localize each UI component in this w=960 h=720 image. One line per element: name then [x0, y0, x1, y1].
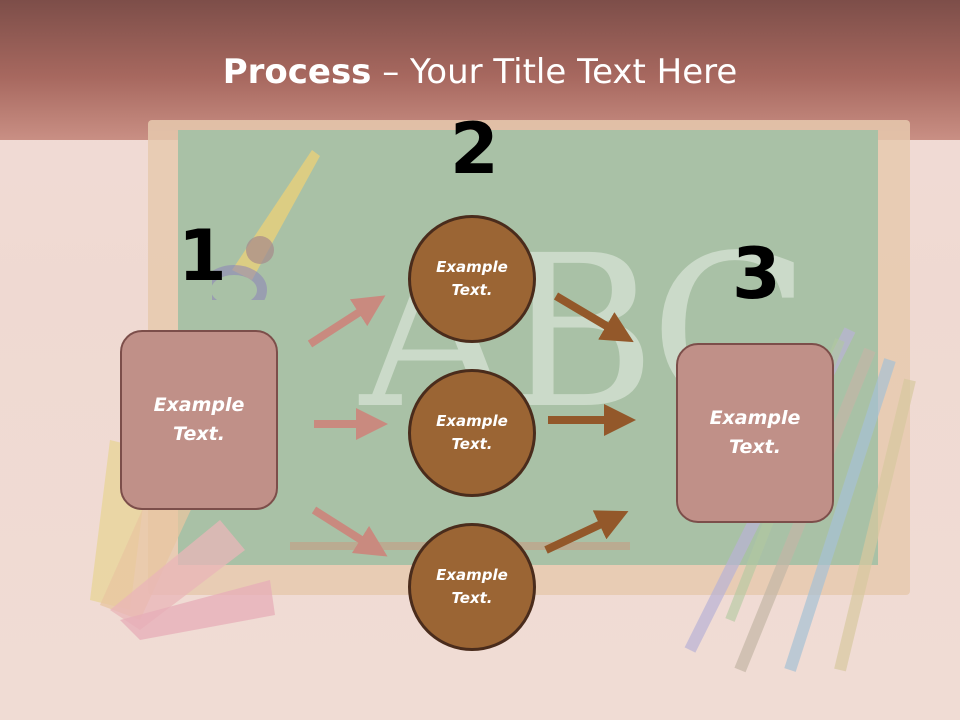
step-number-2: 2 [450, 108, 499, 190]
step-1-text: Example Text. [153, 394, 245, 445]
title-band [0, 0, 960, 140]
step-3-box[interactable]: Example Text. [676, 343, 834, 523]
step-number-3: 3 [732, 233, 781, 315]
arrow-right-down [544, 510, 629, 554]
step-1-box[interactable]: Example Text. [120, 330, 278, 510]
arrow-left-up [307, 295, 386, 348]
arrow-left-down [311, 506, 388, 557]
step-2-circle-top[interactable]: Example Text. [408, 215, 536, 343]
step-2-circle-bottom[interactable]: Example Text. [408, 523, 536, 651]
step-2-circle-middle[interactable]: Example Text. [408, 369, 536, 497]
circle-middle-text: Example Text. [436, 412, 508, 453]
scissors-image [212, 150, 320, 300]
title-bold: Process [222, 52, 372, 92]
step-3-text: Example Text. [709, 407, 801, 458]
title-rest: – Your Title Text Here [371, 52, 738, 92]
circle-bottom-text: Example Text. [436, 566, 508, 607]
arrow-right-up [553, 292, 634, 343]
step-number-1: 1 [178, 215, 227, 297]
circle-top-text: Example Text. [436, 258, 508, 299]
slide-title: Process – Your Title Text Here [0, 52, 960, 92]
